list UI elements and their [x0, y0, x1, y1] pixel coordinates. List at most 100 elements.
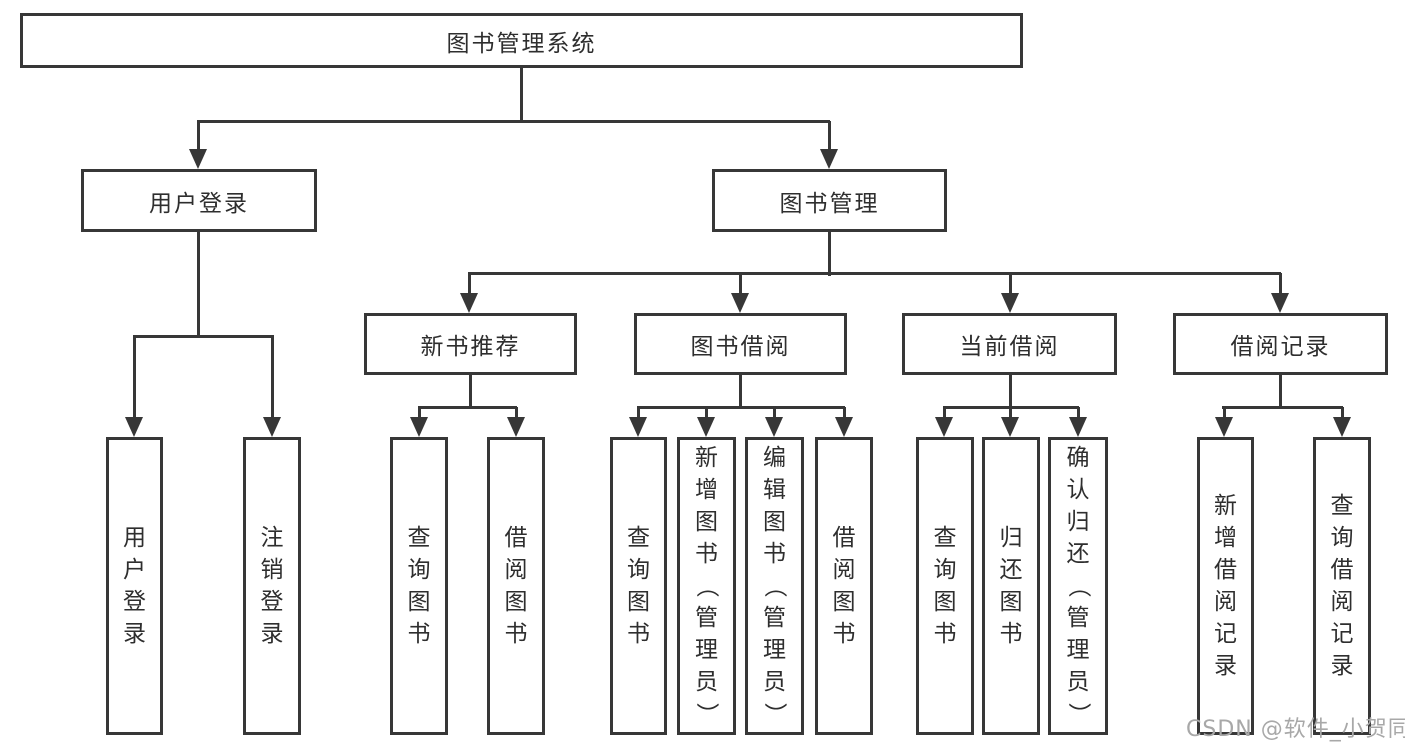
connector-line — [942, 407, 946, 423]
node-label-char: 书 — [407, 621, 431, 647]
node-label-char: 书 — [832, 621, 856, 647]
node-label: 图书管理 — [779, 190, 880, 217]
node-label-char: 图 — [407, 589, 431, 615]
connector-line — [1222, 405, 1343, 409]
node-label-char: 图 — [627, 589, 650, 615]
node-label-vertical: 归还图书 — [985, 440, 1037, 732]
node-label-char: 录 — [1214, 653, 1237, 679]
node-label-char: 注 — [260, 525, 284, 551]
node-label-char: 查 — [1330, 493, 1354, 519]
node-label-char: 阅 — [1214, 589, 1237, 615]
node-label-char: 图 — [999, 589, 1023, 615]
node-label-char: 图 — [933, 589, 957, 615]
node-label-vertical: 借阅图书 — [818, 440, 870, 732]
node-label-char: 阅 — [832, 557, 856, 583]
node-label-char: （ — [761, 574, 788, 598]
node-label-char: 询 — [933, 557, 957, 583]
node-label: 新书推荐 — [420, 334, 521, 360]
node-label-char: 图 — [695, 509, 718, 535]
node-leaf-user-login: 用户登录 — [106, 437, 163, 735]
connector-line — [636, 407, 640, 423]
node-current-borrow: 当前借阅 — [902, 313, 1117, 375]
connector-line — [1076, 407, 1080, 423]
node-label-char: 认 — [1066, 477, 1090, 503]
arrowhead-down-icon — [765, 417, 783, 437]
connector-line — [514, 407, 518, 423]
node-label-char: 阅 — [504, 557, 528, 583]
connector-line — [772, 407, 776, 423]
node-label: 图书借阅 — [690, 334, 791, 360]
node-user-login: 用户登录 — [81, 169, 317, 232]
node-label-char: 管 — [763, 605, 786, 631]
node-label: 借阅记录 — [1230, 334, 1331, 360]
node-label-char: （ — [1065, 574, 1091, 598]
connector-line — [468, 271, 1281, 275]
arrowhead-down-icon — [125, 417, 143, 437]
connector-line — [637, 405, 845, 409]
node-label-char: 归 — [999, 525, 1023, 551]
connector-line — [197, 119, 830, 123]
arrowhead-down-icon — [1215, 417, 1233, 437]
node-label-char: 理 — [1066, 637, 1090, 663]
node-label-char: 录 — [123, 621, 146, 647]
arrowhead-down-icon — [820, 149, 838, 169]
node-label-char: ） — [1065, 702, 1091, 726]
node-label-char: 借 — [832, 525, 856, 551]
arrowhead-down-icon — [1069, 417, 1087, 437]
node-label-vertical: 查询图书 — [393, 440, 445, 732]
connector-line — [196, 230, 200, 338]
connector-line — [827, 121, 831, 155]
node-label-vertical: 用户登录 — [109, 440, 160, 732]
node-label: 用户登录 — [149, 190, 249, 217]
node-label-char: 图 — [504, 589, 528, 615]
node-label: 当前借阅 — [959, 334, 1060, 360]
node-label-char: 员 — [695, 669, 718, 695]
node-book-mgmt: 图书管理 — [712, 169, 947, 232]
node-label-char: 员 — [763, 669, 786, 695]
node-label-char: 书 — [627, 621, 650, 647]
arrowhead-down-icon — [1271, 293, 1289, 313]
node-label-char: 图 — [832, 589, 856, 615]
node-label-char: 销 — [260, 557, 284, 583]
arrowhead-down-icon — [935, 417, 953, 437]
node-label-vertical: 查询借阅记录 — [1316, 440, 1368, 732]
node-label-vertical: 编辑图书（管理员） — [748, 440, 801, 732]
node-label-char: 辑 — [763, 477, 786, 503]
node-label-char: 查 — [407, 525, 431, 551]
node-borrow-records: 借阅记录 — [1173, 313, 1388, 375]
connector-line — [738, 273, 742, 299]
node-label-char: 增 — [1214, 525, 1237, 551]
connector-line — [1008, 273, 1012, 299]
connector-line — [270, 336, 274, 423]
node-label-char: 借 — [1330, 557, 1354, 583]
node-label-char: 编 — [763, 445, 786, 471]
node-label-char: 书 — [999, 621, 1023, 647]
node-label-char: 询 — [407, 557, 431, 583]
node-label-char: 询 — [1330, 525, 1354, 551]
node-label-vertical: 确认归还（管理员） — [1051, 440, 1105, 732]
node-leaf-query-book-1: 查询图书 — [390, 437, 448, 735]
watermark: CSDN @软件_小贺同学 — [1186, 717, 1405, 742]
node-label-char: 归 — [1066, 509, 1090, 535]
node-label-char: 管 — [695, 605, 718, 631]
node-label-char: 确 — [1066, 445, 1090, 471]
node-label-vertical: 查询图书 — [919, 440, 971, 732]
node-label-char: 新 — [1214, 493, 1237, 519]
node-label-char: 新 — [695, 445, 718, 471]
node-label-vertical: 新增借阅记录 — [1200, 440, 1251, 732]
node-label-char: 阅 — [1330, 589, 1354, 615]
node-label-char: 查 — [627, 525, 650, 551]
node-leaf-return-book: 归还图书 — [982, 437, 1040, 735]
node-label-char: 管 — [1066, 605, 1090, 631]
node-label-vertical: 查询图书 — [613, 440, 664, 732]
connector-line — [467, 273, 471, 299]
node-leaf-logout: 注销登录 — [243, 437, 301, 735]
node-label-char: 户 — [123, 557, 146, 583]
connector-line — [417, 407, 421, 423]
arrowhead-down-icon — [731, 293, 749, 313]
node-label-char: 记 — [1214, 621, 1237, 647]
node-label-char: 登 — [123, 589, 146, 615]
node-label-char: 查 — [933, 525, 957, 551]
arrowhead-down-icon — [507, 417, 525, 437]
